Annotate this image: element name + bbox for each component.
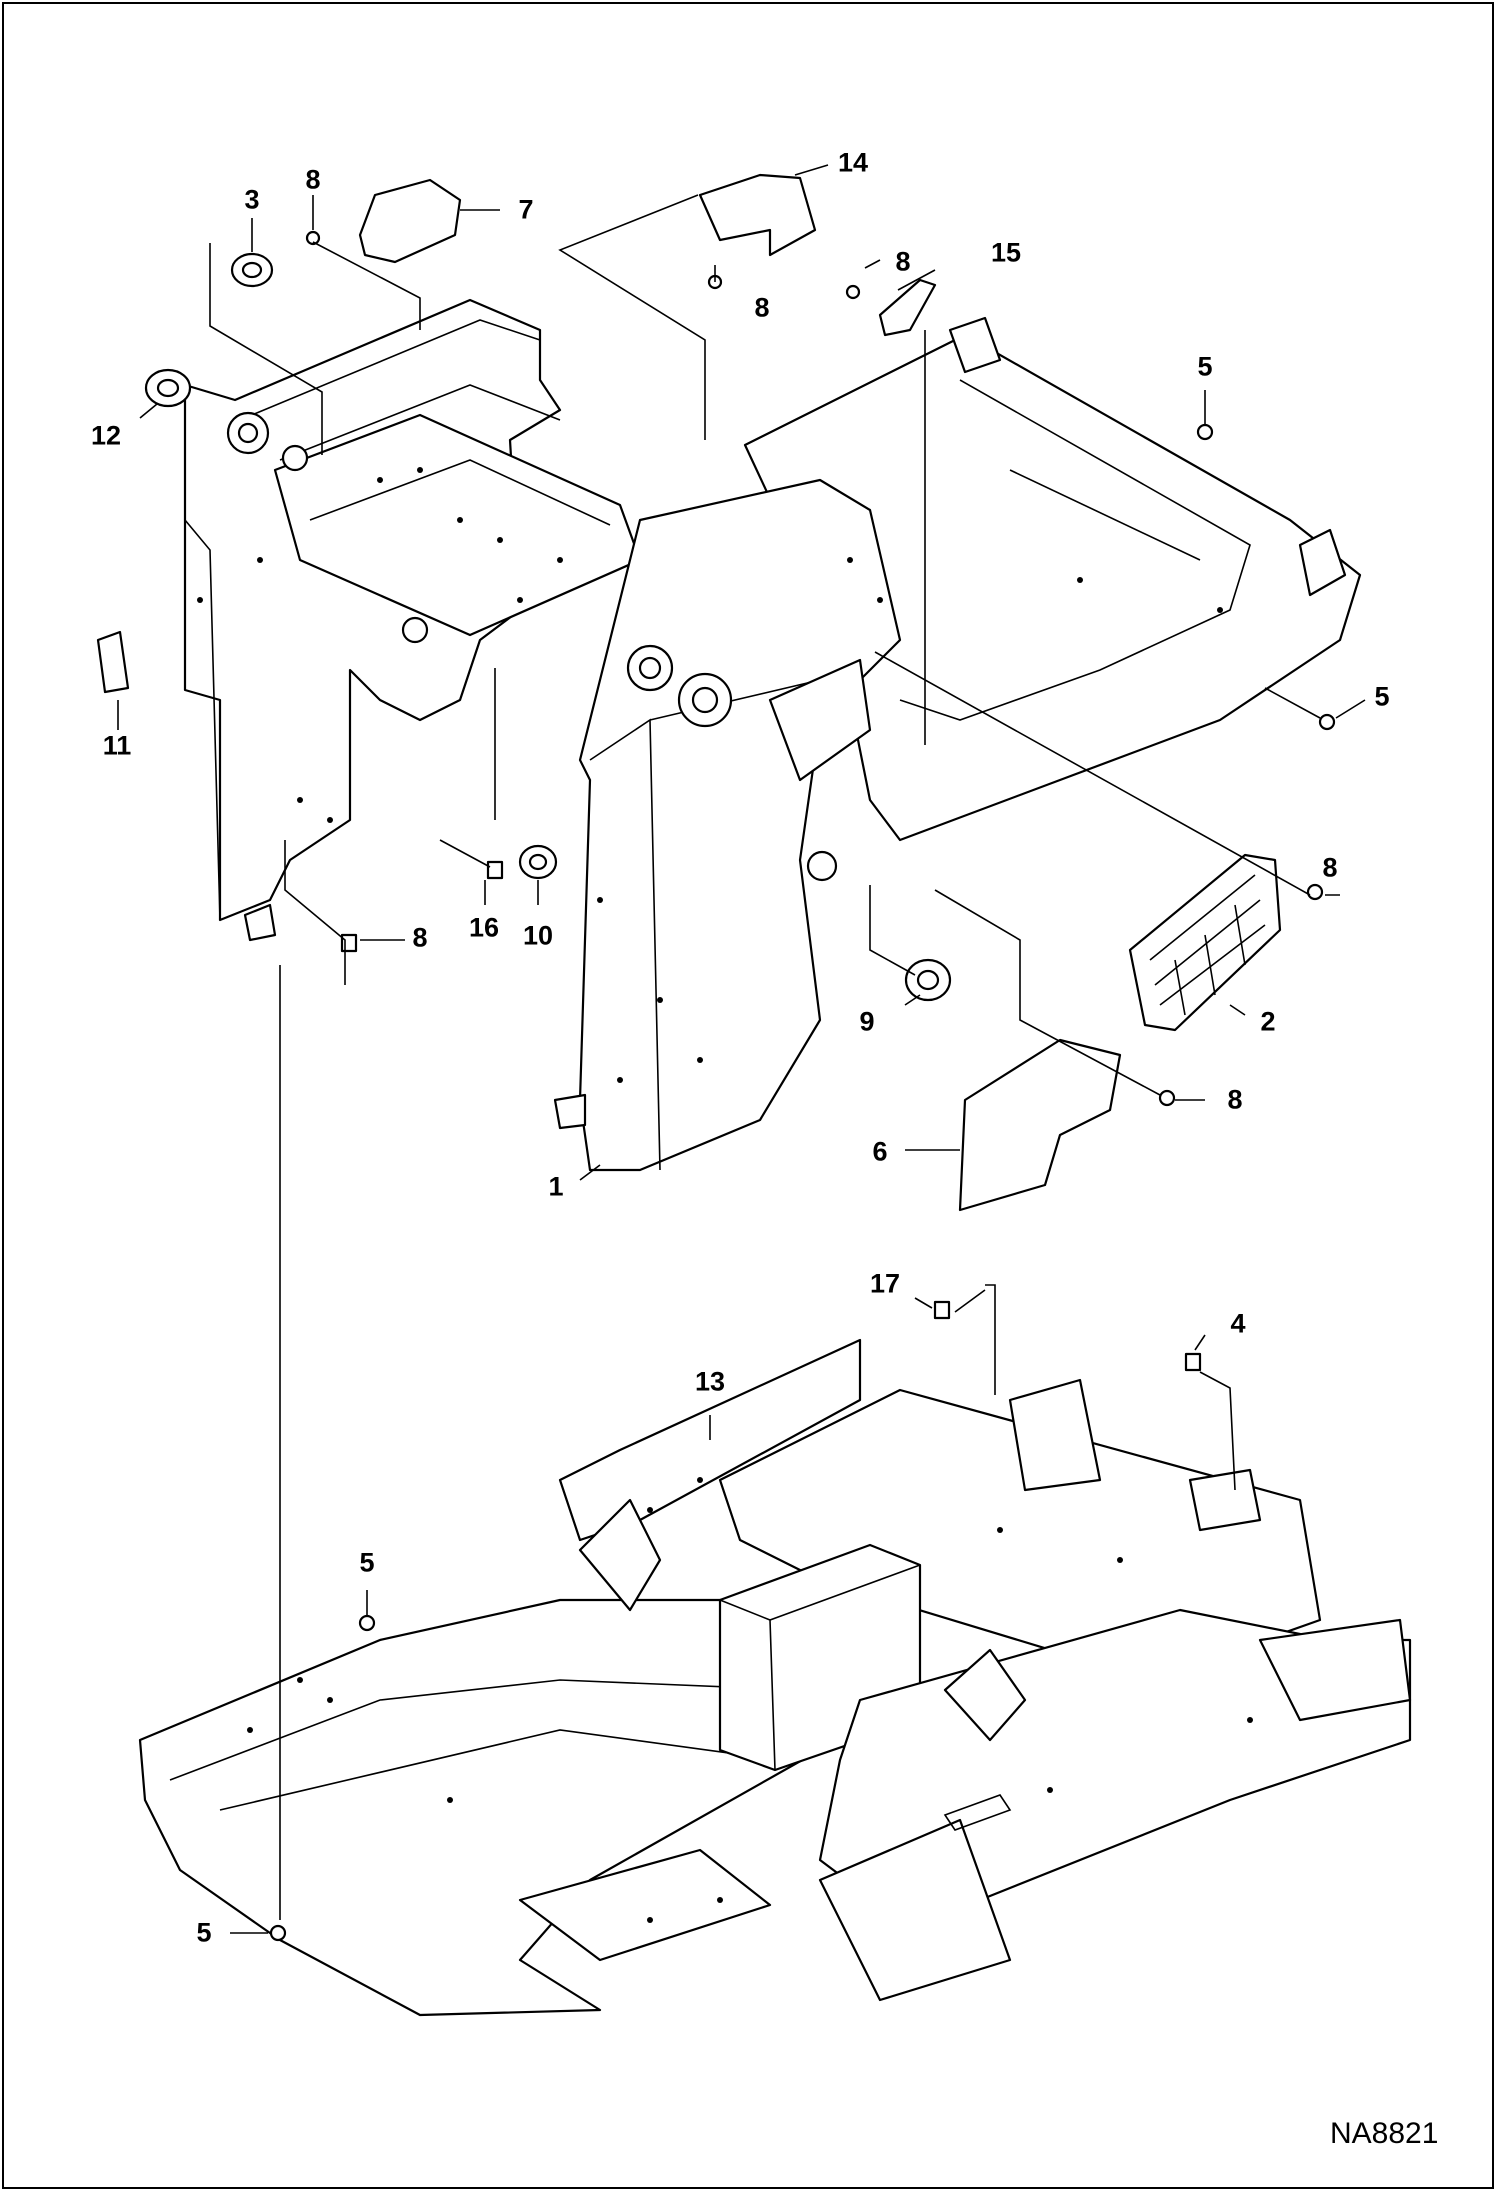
callout-8: 8 <box>754 292 770 323</box>
callout-7: 7 <box>518 194 534 225</box>
callout-11: 11 <box>102 730 132 761</box>
bracket-part-11 <box>96 630 130 694</box>
callout-12: 12 <box>90 420 122 451</box>
leader-lines <box>117 164 1366 1934</box>
grille-part-2 <box>1128 853 1282 1032</box>
callout-8: 8 <box>305 164 321 195</box>
callout-8: 8 <box>1322 852 1338 883</box>
callout-15: 15 <box>990 237 1022 268</box>
callout-8: 8 <box>412 922 428 953</box>
callout-5: 5 <box>1197 351 1213 382</box>
callout-5: 5 <box>1374 681 1390 712</box>
shield-part-6 <box>958 1038 1122 1212</box>
callout-9: 9 <box>859 1006 875 1037</box>
callout-4: 4 <box>1230 1308 1246 1339</box>
fasteners-lower <box>269 1300 1202 1942</box>
callout-6: 6 <box>872 1136 888 1167</box>
bushing-part-10 <box>518 844 558 880</box>
callout-17: 17 <box>869 1268 901 1299</box>
bracket-part-7 <box>358 178 462 264</box>
callout-16: 16 <box>468 912 500 943</box>
callout-5: 5 <box>359 1547 375 1578</box>
bushing-part-12 <box>144 368 192 408</box>
bracket-part-14 <box>698 173 817 257</box>
callout-1: 1 <box>548 1171 564 1202</box>
callout-3: 3 <box>244 184 260 215</box>
callout-13: 13 <box>694 1366 726 1397</box>
bushing-part-9 <box>904 958 952 1002</box>
bushing-part-3 <box>230 252 274 288</box>
callout-2: 2 <box>1260 1006 1276 1037</box>
callout-8: 8 <box>1227 1084 1243 1115</box>
callout-5: 5 <box>196 1917 212 1948</box>
chassis-part-13 <box>138 1338 1412 2017</box>
callout-14: 14 <box>837 147 869 178</box>
bracket-part-15 <box>878 278 937 337</box>
callout-10: 10 <box>522 920 554 951</box>
fasteners-upper <box>305 230 1336 1107</box>
callout-8: 8 <box>895 246 911 277</box>
main-frame-part-1 <box>183 298 1362 1172</box>
figure-id: NA8821 <box>1330 2117 1439 2150</box>
